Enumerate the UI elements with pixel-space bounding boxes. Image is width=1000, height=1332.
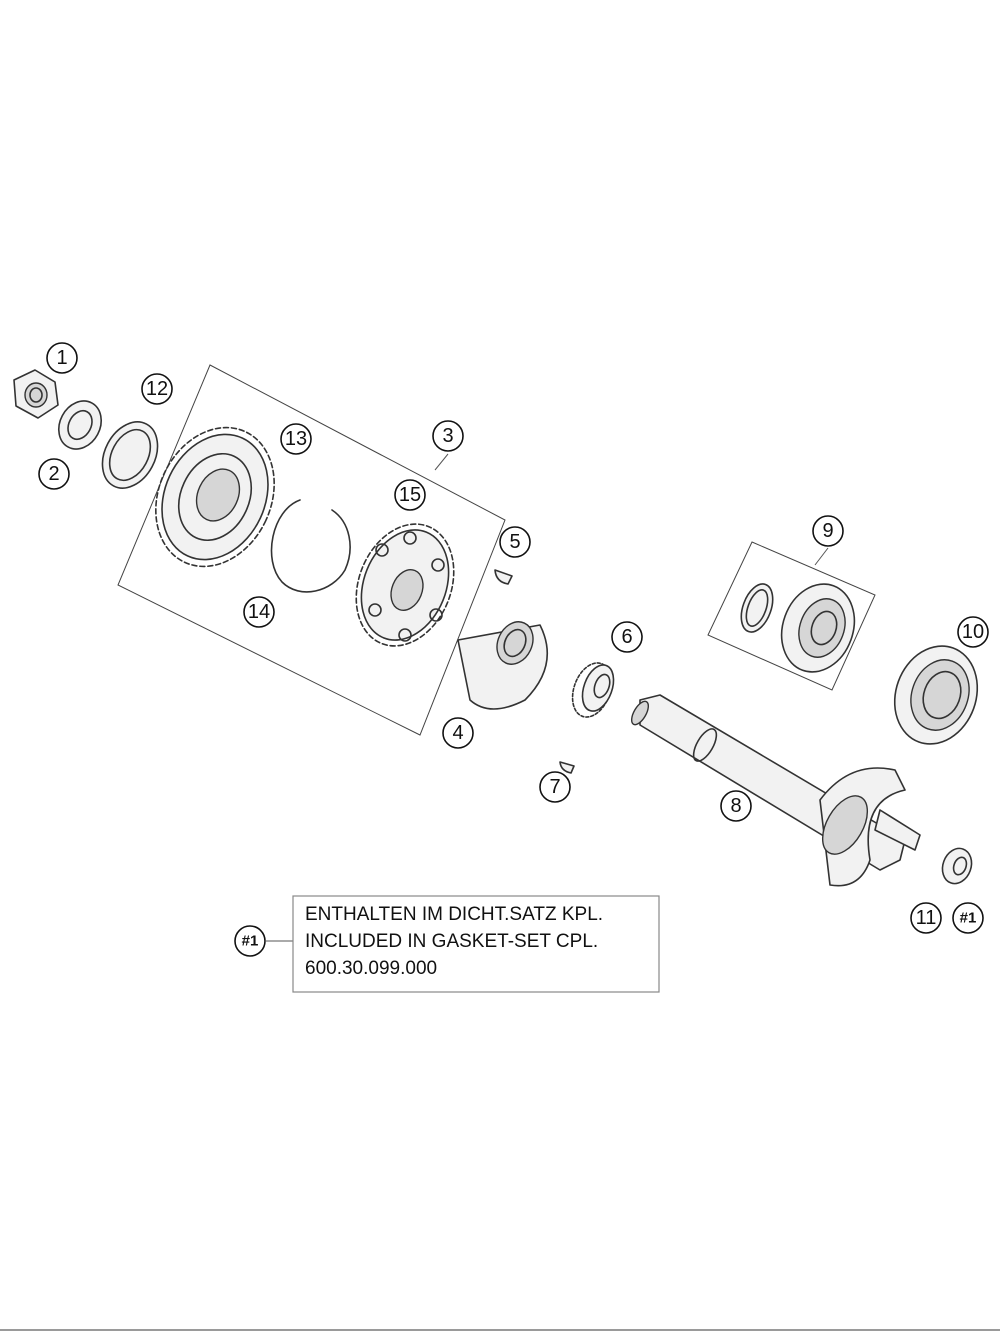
balancer-shaft-part: [630, 694, 921, 887]
svg-text:10: 10: [962, 621, 984, 643]
callout-2: 2: [38, 458, 70, 490]
svg-text:9: 9: [822, 520, 833, 542]
svg-text:11: 11: [916, 907, 937, 929]
callout-12: 12: [141, 373, 173, 405]
drive-gear-part: [571, 662, 615, 718]
callout-13: 13: [280, 423, 312, 455]
callout-3: 3: [432, 420, 464, 452]
large-sprocket-part: [155, 426, 275, 568]
washer-part: [57, 400, 103, 450]
circlip-part: [270, 499, 351, 593]
woodruff-key-part: [494, 569, 513, 585]
callout-hash1-note: #1: [234, 925, 266, 957]
small-sprocket-part: [355, 523, 455, 647]
callout-10: 10: [957, 616, 989, 648]
callout-11: 11: [910, 902, 942, 934]
shim-ring-part: [101, 421, 159, 489]
assembly-group-box-9: [707, 541, 876, 691]
callout-4: 4: [442, 717, 474, 749]
svg-text:4: 4: [452, 722, 463, 744]
callout-14: 14: [243, 596, 275, 628]
ball-bearing-part: [740, 583, 856, 673]
callout-8: 8: [720, 790, 752, 822]
counterweight-part: [457, 621, 548, 710]
callout-5: 5: [499, 526, 531, 558]
hex-nut-part: [13, 369, 59, 419]
note-line-english: INCLUDED IN GASKET-SET CPL.: [305, 931, 598, 952]
small-key-part: [559, 761, 575, 774]
svg-text:14: 14: [248, 601, 270, 623]
gasket-set-note: ENTHALTEN IM DICHT.SATZ KPL. INCLUDED IN…: [292, 895, 660, 993]
bushing-part: [941, 847, 973, 885]
leader-3: [434, 453, 449, 471]
svg-text:7: 7: [549, 776, 560, 798]
callout-15: 15: [394, 479, 426, 511]
callout-6: 6: [611, 621, 643, 653]
callout-hash1-part: #1: [952, 902, 984, 934]
callout-9: 9: [812, 515, 844, 547]
note-part-number: 600.30.099.000: [305, 958, 437, 979]
leader-9: [814, 547, 829, 566]
assembly-group-box-3: [117, 364, 506, 736]
callout-1: 1: [46, 342, 78, 374]
svg-text:#1: #1: [242, 933, 259, 950]
svg-text:2: 2: [48, 463, 59, 485]
svg-text:5: 5: [509, 531, 520, 553]
svg-text:6: 6: [621, 626, 632, 648]
note-line-german: ENTHALTEN IM DICHT.SATZ KPL.: [305, 904, 603, 925]
svg-text:15: 15: [399, 484, 421, 506]
svg-text:3: 3: [442, 425, 453, 447]
svg-text:12: 12: [146, 378, 168, 400]
callout-7: 7: [539, 771, 571, 803]
svg-text:13: 13: [285, 428, 307, 450]
svg-text:#1: #1: [960, 910, 977, 927]
roller-bearing-part: [893, 645, 979, 745]
svg-text:8: 8: [730, 795, 741, 817]
svg-text:1: 1: [56, 347, 67, 369]
